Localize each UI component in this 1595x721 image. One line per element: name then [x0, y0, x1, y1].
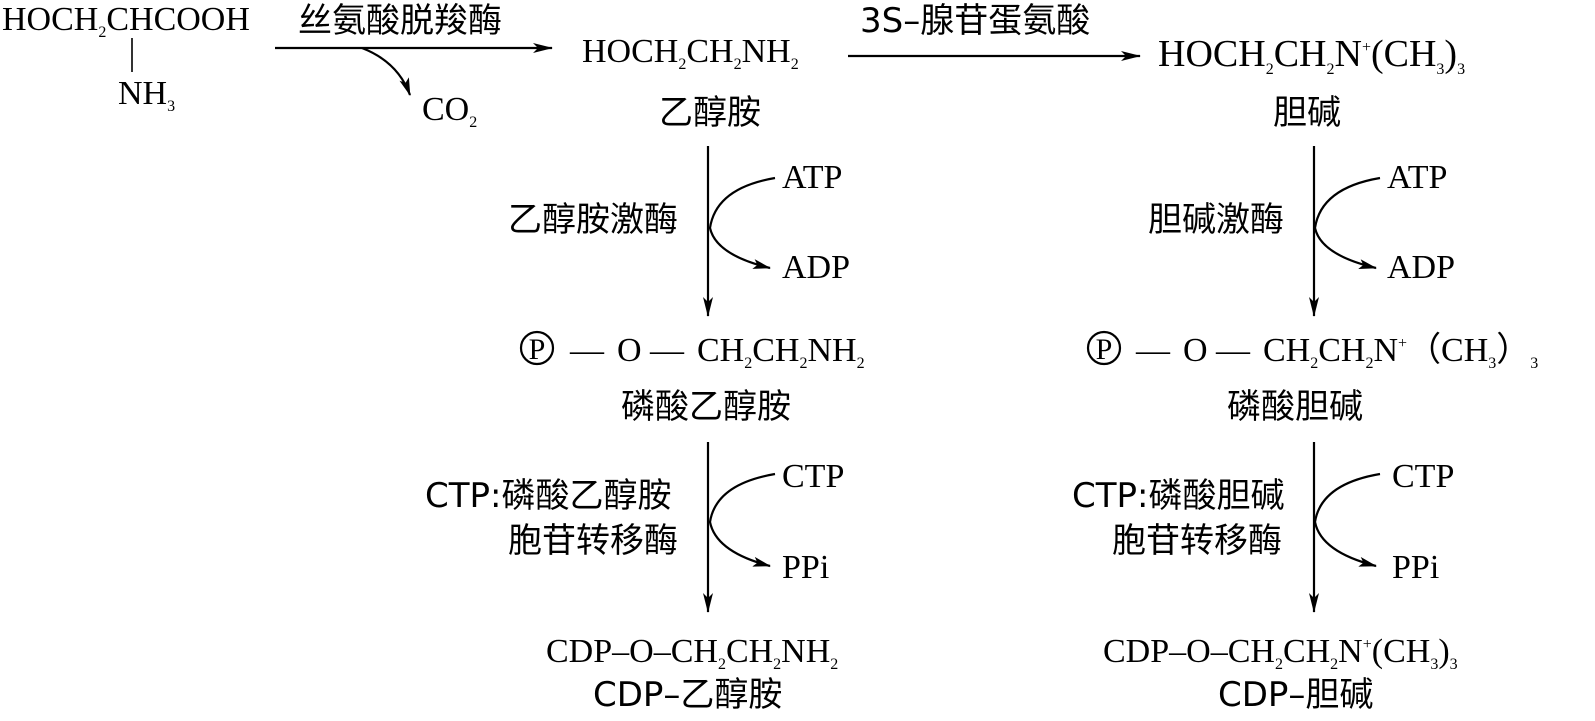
- left-step2-enzyme-line1: CTP:磷酸乙醇胺: [425, 476, 671, 516]
- cdp-ethanolamine-formula: CDP–O–CH2CH2NH2: [546, 633, 838, 673]
- left-phospho-oxygen: O: [617, 332, 642, 369]
- right-phospho-dash2: —: [1215, 332, 1251, 369]
- left-step1-adp: ADP: [782, 249, 850, 286]
- right-step1-atp: ATP: [1387, 159, 1447, 196]
- left-phosphate-circle: [519, 330, 555, 366]
- left-step1-atp: ATP: [782, 159, 842, 196]
- co2-label: CO2: [422, 91, 477, 131]
- choline-name: 胆碱: [1273, 93, 1341, 133]
- left-step1-cofactor-arrow: [708, 176, 776, 270]
- serine-formula: HOCH2CHCOOH: [2, 1, 250, 41]
- cdp-ethanolamine-name: CDP–乙醇胺: [593, 675, 782, 715]
- choline-formula: HOCH2CH2N+(CH3)3: [1158, 33, 1465, 78]
- left-step2-enzyme-line2: 胞苷转移酶: [508, 521, 678, 561]
- methylation-label: 3S–腺苷蛋氨酸: [860, 1, 1090, 41]
- right-phosphate-symbol: P: [1096, 333, 1113, 366]
- left-phosphate-symbol: P: [529, 333, 546, 366]
- cdp-choline-formula: CDP–O–CH2CH2N+(CH3)3: [1103, 633, 1458, 673]
- left-step2-ctp: CTP: [782, 458, 844, 495]
- right-phosphate-circle: [1086, 330, 1122, 366]
- left-phospho-dash1: —: [569, 332, 605, 369]
- decarboxylase-label: 丝氨酸脱羧酶: [298, 1, 502, 41]
- left-step1-enzyme: 乙醇胺激酶: [508, 200, 678, 240]
- phospho-choline-name: 磷酸胆碱: [1227, 387, 1363, 427]
- ethanolamine-name: 乙醇胺: [659, 93, 761, 133]
- right-phospho-oxygen: O: [1183, 332, 1208, 369]
- phospho-ethanolamine-formula: CH2CH2NH2: [697, 332, 865, 372]
- ethanolamine-formula: HOCH2CH2NH2: [582, 33, 799, 73]
- phospho-ethanolamine-name: 磷酸乙醇胺: [621, 387, 791, 427]
- right-step2-ctp: CTP: [1392, 458, 1454, 495]
- right-step2-enzyme-line1: CTP:磷酸胆碱: [1072, 476, 1284, 516]
- co2-branch-arrow: [361, 46, 412, 96]
- right-step1-adp: ADP: [1387, 249, 1455, 286]
- cdp-choline-name: CDP–胆碱: [1218, 675, 1373, 715]
- left-step2-ppi: PPi: [782, 549, 829, 586]
- right-step1-enzyme: 胆碱激酶: [1148, 200, 1284, 240]
- serine-amino: NH3: [118, 75, 175, 115]
- phospho-choline-formula: CH2CH2N+（CH3）3: [1263, 331, 1538, 372]
- right-step2-cofactor-arrow: [1313, 472, 1381, 568]
- left-phospho-dash2: —: [649, 332, 685, 369]
- right-phospho-dash1: —: [1135, 332, 1171, 369]
- right-step1-cofactor-arrow: [1313, 176, 1381, 270]
- right-step2-enzyme-line2: 胞苷转移酶: [1112, 521, 1282, 561]
- right-step2-ppi: PPi: [1392, 549, 1439, 586]
- left-step2-cofactor-arrow: [708, 472, 776, 568]
